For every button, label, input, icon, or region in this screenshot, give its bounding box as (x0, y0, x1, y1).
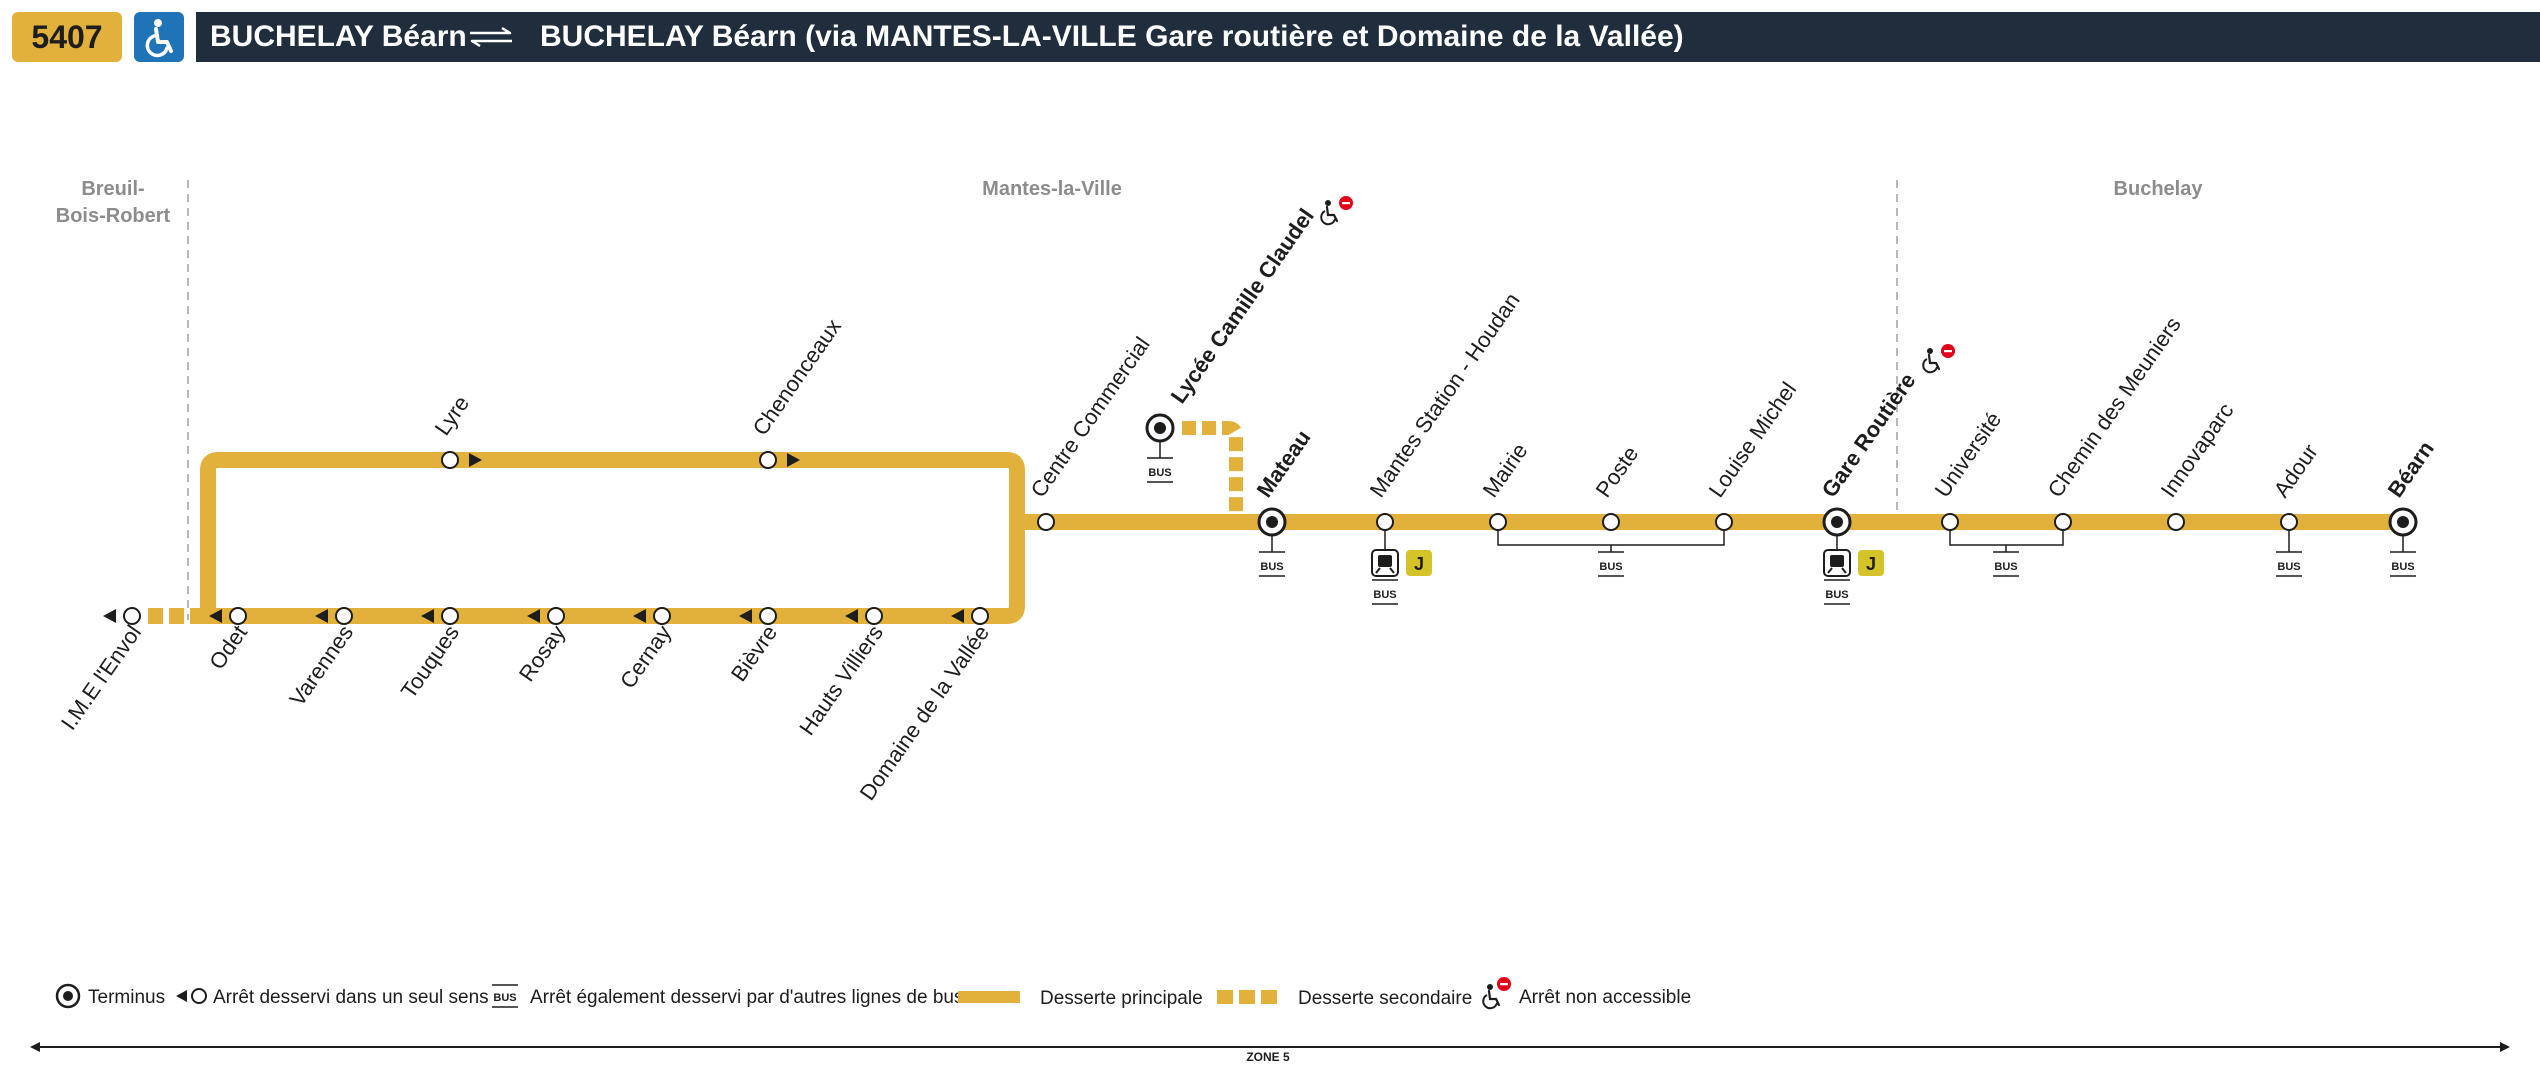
stop-ime[interactable]: I.M.E l'Envol (56, 607, 146, 735)
route-origin: BUCHELAY Béarn (210, 20, 467, 53)
svg-text:Terminus: Terminus (88, 987, 165, 1008)
bus-bracket-universite-meuniers: BUS (1949, 530, 2064, 577)
svg-text:Varennes: Varennes (285, 621, 359, 711)
svg-text:BUS: BUS (2277, 561, 2300, 573)
svg-text:I.M.E l'Envol: I.M.E l'Envol (56, 621, 146, 735)
svg-text:BUS: BUS (1148, 467, 1171, 479)
svg-text:Poste: Poste (1591, 441, 1644, 501)
line-number-badge: 5407 (12, 12, 122, 62)
zone-label-breuil-line1: Breuil- (81, 178, 144, 200)
legend-bus-badge: BUS Arrêt également desservi par d'autre… (492, 984, 963, 1008)
svg-text:Rosay: Rosay (514, 621, 570, 686)
svg-text:BUS: BUS (1825, 589, 1848, 601)
svg-text:BUS: BUS (1373, 589, 1396, 601)
svg-text:Desserte secondaire: Desserte secondaire (1298, 988, 1472, 1009)
route-destination: BUCHELAY Béarn (via MANTES-LA-VILLE Gare… (540, 20, 1684, 53)
svg-text:Odet: Odet (204, 621, 252, 674)
svg-text:Innovaparc: Innovaparc (2156, 398, 2239, 502)
not-accessible-icon (1320, 196, 1353, 226)
svg-text:BUS: BUS (1260, 561, 1283, 573)
stop-innovaparc[interactable]: Innovaparc (2156, 398, 2239, 531)
zone-label-mantes: Mantes-la-Ville (982, 178, 1122, 200)
stop-mantes-station-houdan[interactable]: J BUS Mantes Station - Houdan (1365, 288, 1525, 605)
svg-text:J: J (1414, 554, 1424, 574)
svg-text:Université: Université (1930, 407, 2007, 501)
svg-text:Desserte principale: Desserte principale (1040, 988, 1203, 1009)
svg-text:BUS: BUS (1994, 561, 2017, 573)
svg-text:Arrêt desservi dans un seul se: Arrêt desservi dans un seul sens (213, 987, 489, 1008)
stop-hauts-villiers[interactable]: Hauts Villiers (794, 607, 888, 740)
svg-text:BUS: BUS (1599, 561, 1622, 573)
svg-text:Béarn: Béarn (2383, 436, 2439, 501)
zone-label-buchelay: Buchelay (2114, 178, 2204, 200)
svg-text:Mateau: Mateau (1252, 425, 1316, 501)
legend-not-accessible: Arrêt non accessible (1482, 977, 1691, 1010)
bus-bracket-mairie-louise-michel: BUS (1497, 530, 1725, 577)
stop-centre-commercial[interactable]: Centre Commercial (1026, 332, 1155, 531)
legend-one-way: Arrêt desservi dans un seul sens (176, 987, 489, 1008)
svg-text:Lycée Camille Claudel: Lycée Camille Claudel (1166, 204, 1319, 408)
svg-text:Adour: Adour (2269, 439, 2323, 501)
wheelchair-icon (134, 12, 184, 62)
header: 5407 BUCHELAY Béarn BUCHELAY Béarn (via … (10, 12, 2540, 64)
zone-bar: ZONE 5 (30, 1042, 2510, 1064)
svg-text:Chenonceaux: Chenonceaux (748, 314, 846, 440)
svg-text:Louise Michel: Louise Michel (1704, 377, 1802, 502)
svg-text:Centre Commercial: Centre Commercial (1026, 332, 1155, 502)
stop-mateau[interactable]: BUS Mateau (1252, 425, 1316, 577)
svg-text:Arrêt non accessible: Arrêt non accessible (1519, 987, 1691, 1008)
stop-chemin-des-meuniers[interactable]: Chemin des Meuniers (2043, 312, 2186, 531)
stop-bearn[interactable]: BUS Béarn (2383, 436, 2439, 577)
svg-text:Bièvre: Bièvre (726, 621, 782, 686)
title-bar: BUCHELAY Béarn BUCHELAY Béarn (via MANTE… (196, 12, 2540, 62)
legend-terminus: Terminus (55, 983, 165, 1009)
zone-label-breuil-line2: Bois-Robert (56, 205, 171, 227)
svg-text:Arrêt également desservi par d: Arrêt également desservi par d'autres li… (530, 987, 963, 1008)
stop-louise-michel[interactable]: Louise Michel (1704, 377, 1802, 531)
legend-secondary-service: Desserte secondaire (1217, 988, 1472, 1009)
svg-text:ZONE 5: ZONE 5 (1246, 1050, 1290, 1064)
stop-universite[interactable]: Université (1930, 407, 2007, 531)
legend: Terminus Arrêt desservi dans un seul sen… (55, 977, 1691, 1010)
stop-chenonceaux[interactable]: Chenonceaux (748, 314, 846, 469)
not-accessible-icon (1922, 344, 1955, 374)
svg-text:Gare Routière: Gare Routière (1817, 368, 1921, 502)
svg-text:Hauts Villiers: Hauts Villiers (794, 621, 888, 740)
svg-text:Lyre: Lyre (430, 391, 475, 440)
stop-adour[interactable]: BUS Adour (2269, 439, 2323, 577)
main-route-line (200, 452, 2403, 624)
stop-gare-routiere[interactable]: J BUS Gare Routière (1817, 368, 1921, 605)
svg-text:Touques: Touques (396, 621, 464, 703)
svg-text:J: J (1866, 554, 1876, 574)
svg-text:BUS: BUS (2391, 561, 2414, 573)
svg-text:BUS: BUS (493, 992, 516, 1004)
two-way-arrows-icon (466, 26, 516, 53)
legend-main-service: Desserte principale (958, 988, 1203, 1009)
svg-text:Mairie: Mairie (1478, 438, 1533, 501)
svg-text:Cernay: Cernay (615, 621, 676, 693)
secondary-route-lycee (1182, 421, 1243, 514)
